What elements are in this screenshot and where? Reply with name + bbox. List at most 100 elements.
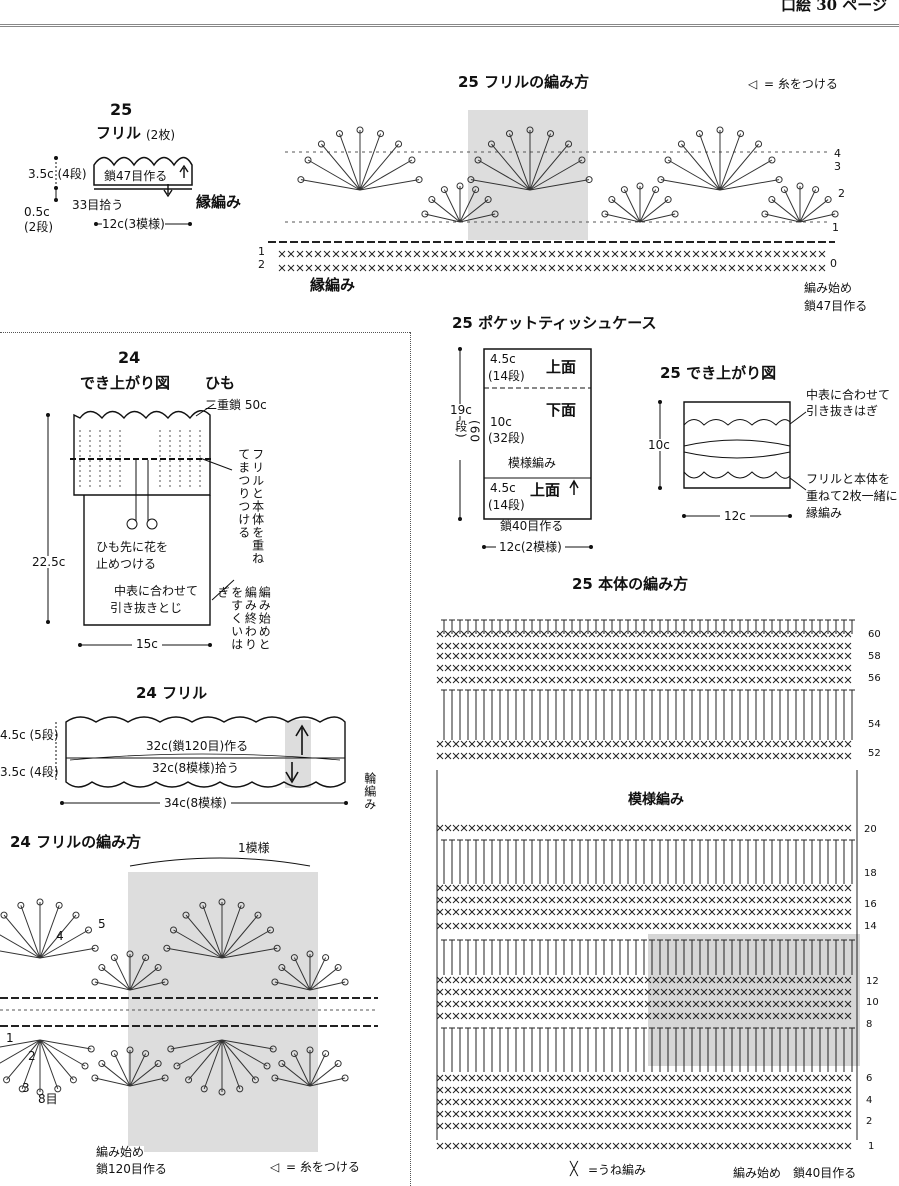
body25-x-stitch (612, 896, 620, 904)
body25-x-stitch (492, 1122, 500, 1130)
body25-x-stitch (564, 1098, 572, 1106)
body25-x-stitch (516, 652, 524, 660)
body25-x-stitch (604, 824, 612, 832)
body25-x-stitch (796, 676, 804, 684)
frill25-x-stitch (377, 264, 385, 272)
body25-x-stitch (548, 630, 556, 638)
body25-x-stitch (460, 1012, 468, 1020)
body25-x-stitch (668, 740, 676, 748)
body25-x-stitch (652, 824, 660, 832)
body25-x-stitch (828, 630, 836, 638)
frill25-x-stitch (728, 250, 736, 258)
body25-x-stitch (524, 922, 532, 930)
frill25-x-stitch (593, 264, 601, 272)
body25-x-stitch (764, 1142, 772, 1150)
body25-x-stitch (756, 1142, 764, 1150)
body25-x-stitch (732, 976, 740, 984)
frill24-width: 34c(8模様) (160, 797, 231, 809)
body25-x-stitch (740, 752, 748, 760)
tissue25-shape (458, 347, 593, 549)
body25-x-stitch (580, 1110, 588, 1118)
body25-x-stitch (564, 896, 572, 904)
frill25-fan-picot (297, 176, 305, 184)
body25-x-stitch (524, 1000, 532, 1008)
body25-x-stitch (604, 752, 612, 760)
frill25-x-stitch (296, 264, 304, 272)
body25-x-stitch (644, 664, 652, 672)
body25-x-stitch (820, 652, 828, 660)
frill24-small-fan-picot (290, 954, 298, 962)
body25-x-stitch (660, 908, 668, 916)
body25-x-stitch (740, 1074, 748, 1082)
frill24-fan-spoke (20, 905, 41, 959)
body25-x-stitch (700, 976, 708, 984)
body25-x-stitch (748, 824, 756, 832)
body25-x-stitch (764, 896, 772, 904)
body25-x-stitch (556, 740, 564, 748)
body25-x-stitch (564, 676, 572, 684)
body25-x-stitch (756, 630, 764, 638)
body25-x-stitch (508, 1012, 516, 1020)
frill25-x-stitch (764, 250, 772, 258)
body25-x-stitch (844, 1110, 852, 1118)
body25-x-stitch (644, 1098, 652, 1106)
body25-x-stitch (484, 908, 492, 916)
body25-x-stitch (676, 1142, 684, 1150)
body25-x-stitch (556, 824, 564, 832)
body25-x-stitch (700, 896, 708, 904)
tissue25-bot-h: 4.5c (490, 481, 516, 495)
tissue25-top-label: 上面 (546, 358, 577, 376)
body25-x-stitch (764, 740, 772, 748)
body25-x-stitch (844, 1000, 852, 1008)
frill25-x-stitch (602, 264, 610, 272)
body25-x-stitch (588, 922, 596, 930)
frill24-fan-picot (237, 901, 245, 909)
body25-x-stitch (516, 896, 524, 904)
frill24-small-fan-spoke (94, 981, 131, 991)
frill25-x-stitch (377, 250, 385, 258)
body25-x-stitch (508, 1098, 516, 1106)
frill25-x-stitch (809, 250, 817, 258)
frill24-height-2: 3.5c (4段) (0, 765, 59, 779)
body25-x-stitch (820, 976, 828, 984)
body25-x-stitch (540, 740, 548, 748)
body25-x-stitch (844, 988, 852, 996)
body25-x-stitch (532, 652, 540, 660)
body25-x-stitch (756, 642, 764, 650)
body25-x-stitch (572, 740, 580, 748)
frill25-x-stitch (593, 250, 601, 258)
frill24-small-fan-spoke (129, 957, 147, 991)
frill25-fan-spoke (307, 159, 361, 191)
frill25-small-fan-picot (421, 210, 429, 218)
body25-x-stitch (636, 642, 644, 650)
body25-x-stitch (644, 884, 652, 892)
body25-row-60: 60 (868, 629, 881, 640)
body25-x-stitch (508, 1000, 516, 1008)
body25-x-stitch (588, 652, 596, 660)
body25-x-stitch (524, 976, 532, 984)
body25-x-stitch (516, 642, 524, 650)
body25-x-stitch (828, 896, 836, 904)
body25-x-stitch (524, 664, 532, 672)
body25-x-stitch (700, 664, 708, 672)
body25-x-stitch (492, 676, 500, 684)
body25-x-stitch (660, 642, 668, 650)
frill25-fan-picot (775, 176, 783, 184)
body25-x-stitch (564, 922, 572, 930)
frill25-fan-picot (664, 156, 672, 164)
body25-x-stitch (636, 664, 644, 672)
frill24-lower-small-fan-picot (322, 1050, 330, 1058)
body25-x-stitch (524, 896, 532, 904)
body25-x-stitch (748, 908, 756, 916)
frill25-x-stitch (413, 264, 421, 272)
body25-x-stitch (564, 824, 572, 832)
body25-x-stitch (804, 1110, 812, 1118)
body25-x-stitch (812, 1098, 820, 1106)
body25-x-stitch (820, 664, 828, 672)
finish24-flower-1: ひも先に花を (96, 540, 169, 554)
body25-x-stitch (660, 976, 668, 984)
body25-x-stitch (772, 1098, 780, 1106)
frill25-fan-picot (526, 126, 534, 134)
body25-x-stitch (476, 1000, 484, 1008)
body25-x-stitch (436, 884, 444, 892)
